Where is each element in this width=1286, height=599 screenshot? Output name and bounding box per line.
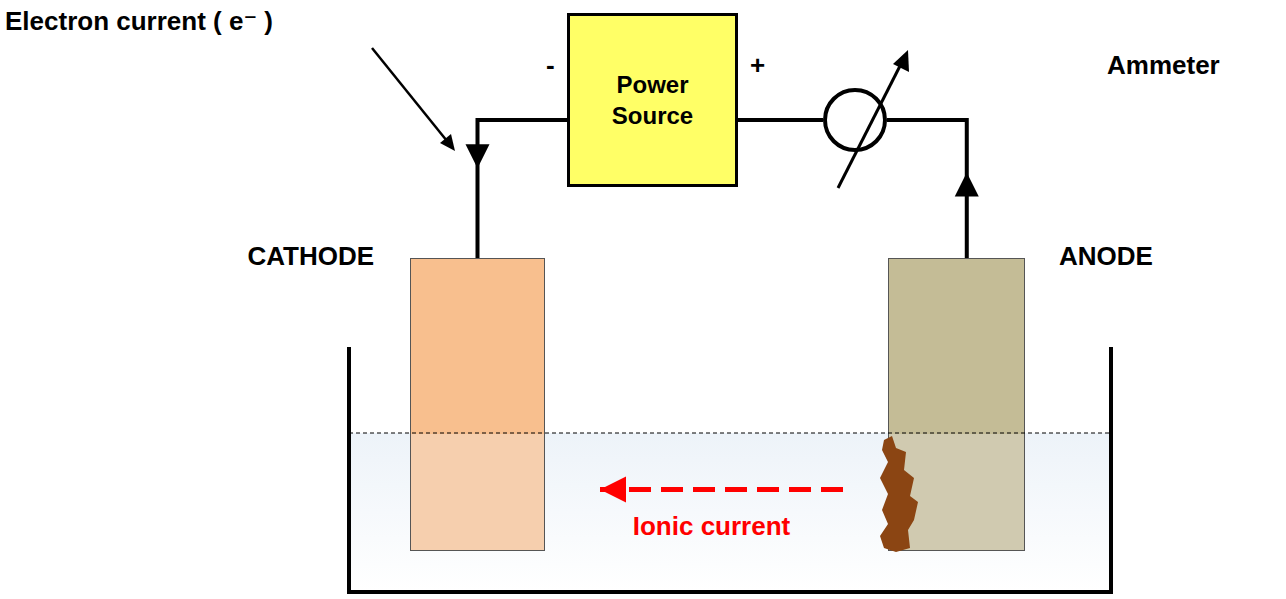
anode-electrode: ANODE — [888, 258, 1025, 551]
connector-line — [738, 118, 823, 122]
power-source-box: Power Source — [567, 13, 738, 187]
cathode-electrode: CATHODE — [410, 258, 545, 551]
connector-line — [887, 120, 967, 258]
wire — [887, 120, 979, 258]
electron-current-label: Electron current ( e⁻ ) — [5, 6, 273, 37]
leader-line — [372, 48, 447, 141]
polarity-sign: - — [546, 50, 555, 81]
polarity-sign: + — [750, 50, 765, 81]
ammeter-circle: Ammeter — [823, 88, 887, 152]
node-label: ANODE — [1059, 241, 1153, 272]
arrowhead — [600, 476, 626, 502]
node-label: CATHODE — [247, 241, 374, 272]
node-label: Ammeter — [1107, 50, 1220, 81]
edge-label: Ionic current — [633, 511, 790, 542]
connector-line — [600, 487, 843, 492]
wire — [738, 120, 823, 121]
ammeter-needle-head — [893, 50, 909, 72]
arrowhead — [466, 144, 490, 168]
node-label: Power Source — [588, 69, 718, 131]
ionic-current-arrow — [600, 476, 843, 502]
connector-line — [478, 120, 568, 258]
arrowhead — [955, 172, 979, 196]
leader-arrowhead — [440, 134, 455, 151]
wire — [466, 120, 568, 258]
